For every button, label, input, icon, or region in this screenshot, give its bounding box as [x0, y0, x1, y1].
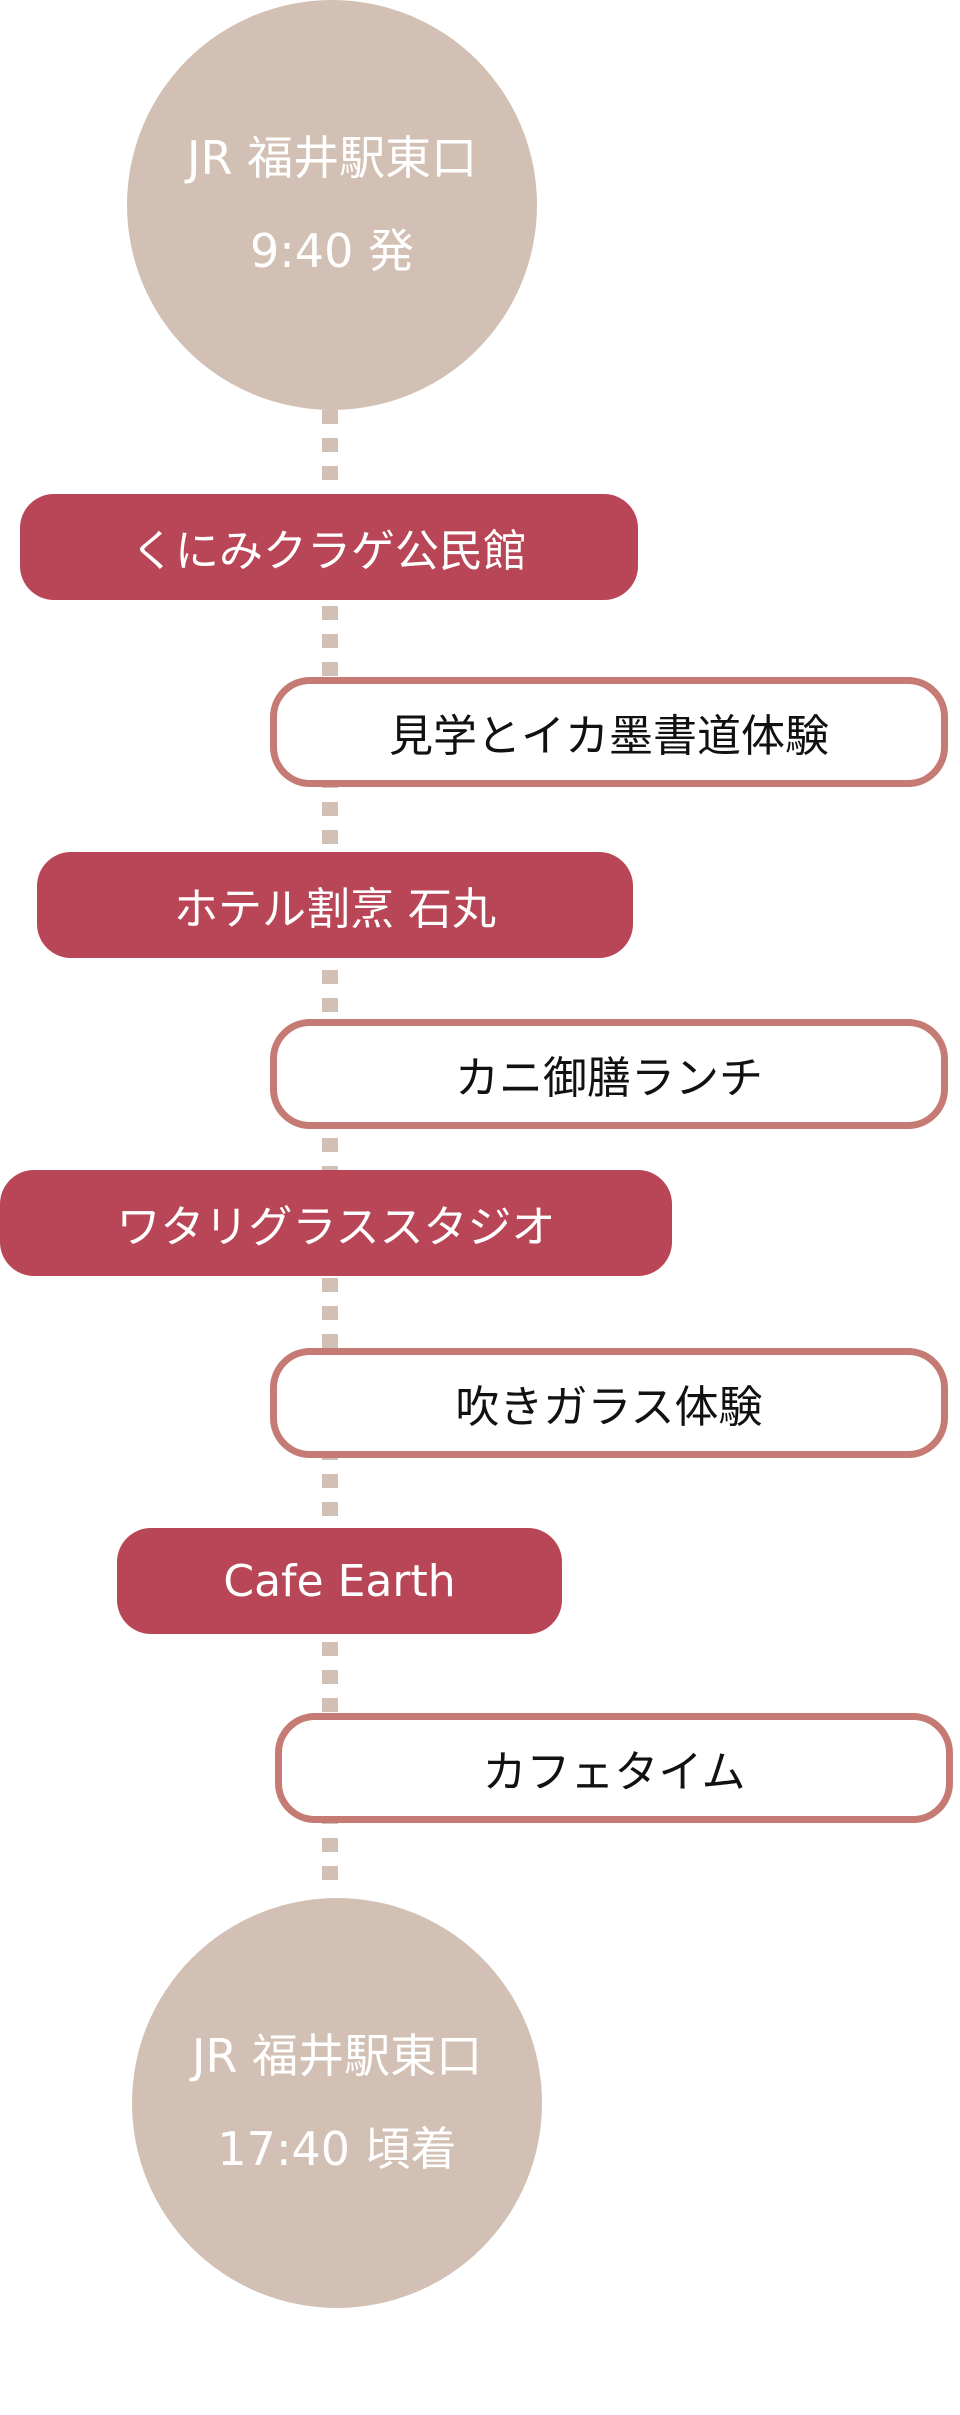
stop-cafe-earth: Cafe Earth [117, 1528, 562, 1634]
end-place: JR 福井駅東口 [191, 2028, 483, 2083]
activity-fukigarasu: 吹きガラス体験 [270, 1348, 948, 1458]
activity-kengaku-ikasumi: 見学とイカ墨書道体験 [270, 677, 948, 787]
activity-kani-lunch: カニ御膳ランチ [270, 1019, 948, 1129]
start-circle: JR 福井駅東口 9:40 発 [127, 0, 537, 410]
end-time: 17:40 頃着 [217, 2122, 457, 2176]
stop-hotel-ishimaru: ホテル割烹 石丸 [37, 852, 633, 958]
stop-watari-glass: ワタリグラススタジオ [0, 1170, 672, 1276]
start-place: JR 福井駅東口 [186, 130, 478, 185]
end-circle: JR 福井駅東口 17:40 頃着 [132, 1898, 542, 2308]
route-dotted-line [322, 410, 338, 1890]
stop-kunimi-kurage: くにみクラゲ公民館 [20, 494, 638, 600]
activity-cafe-time: カフェタイム [275, 1713, 953, 1823]
start-time: 9:40 発 [250, 224, 414, 278]
